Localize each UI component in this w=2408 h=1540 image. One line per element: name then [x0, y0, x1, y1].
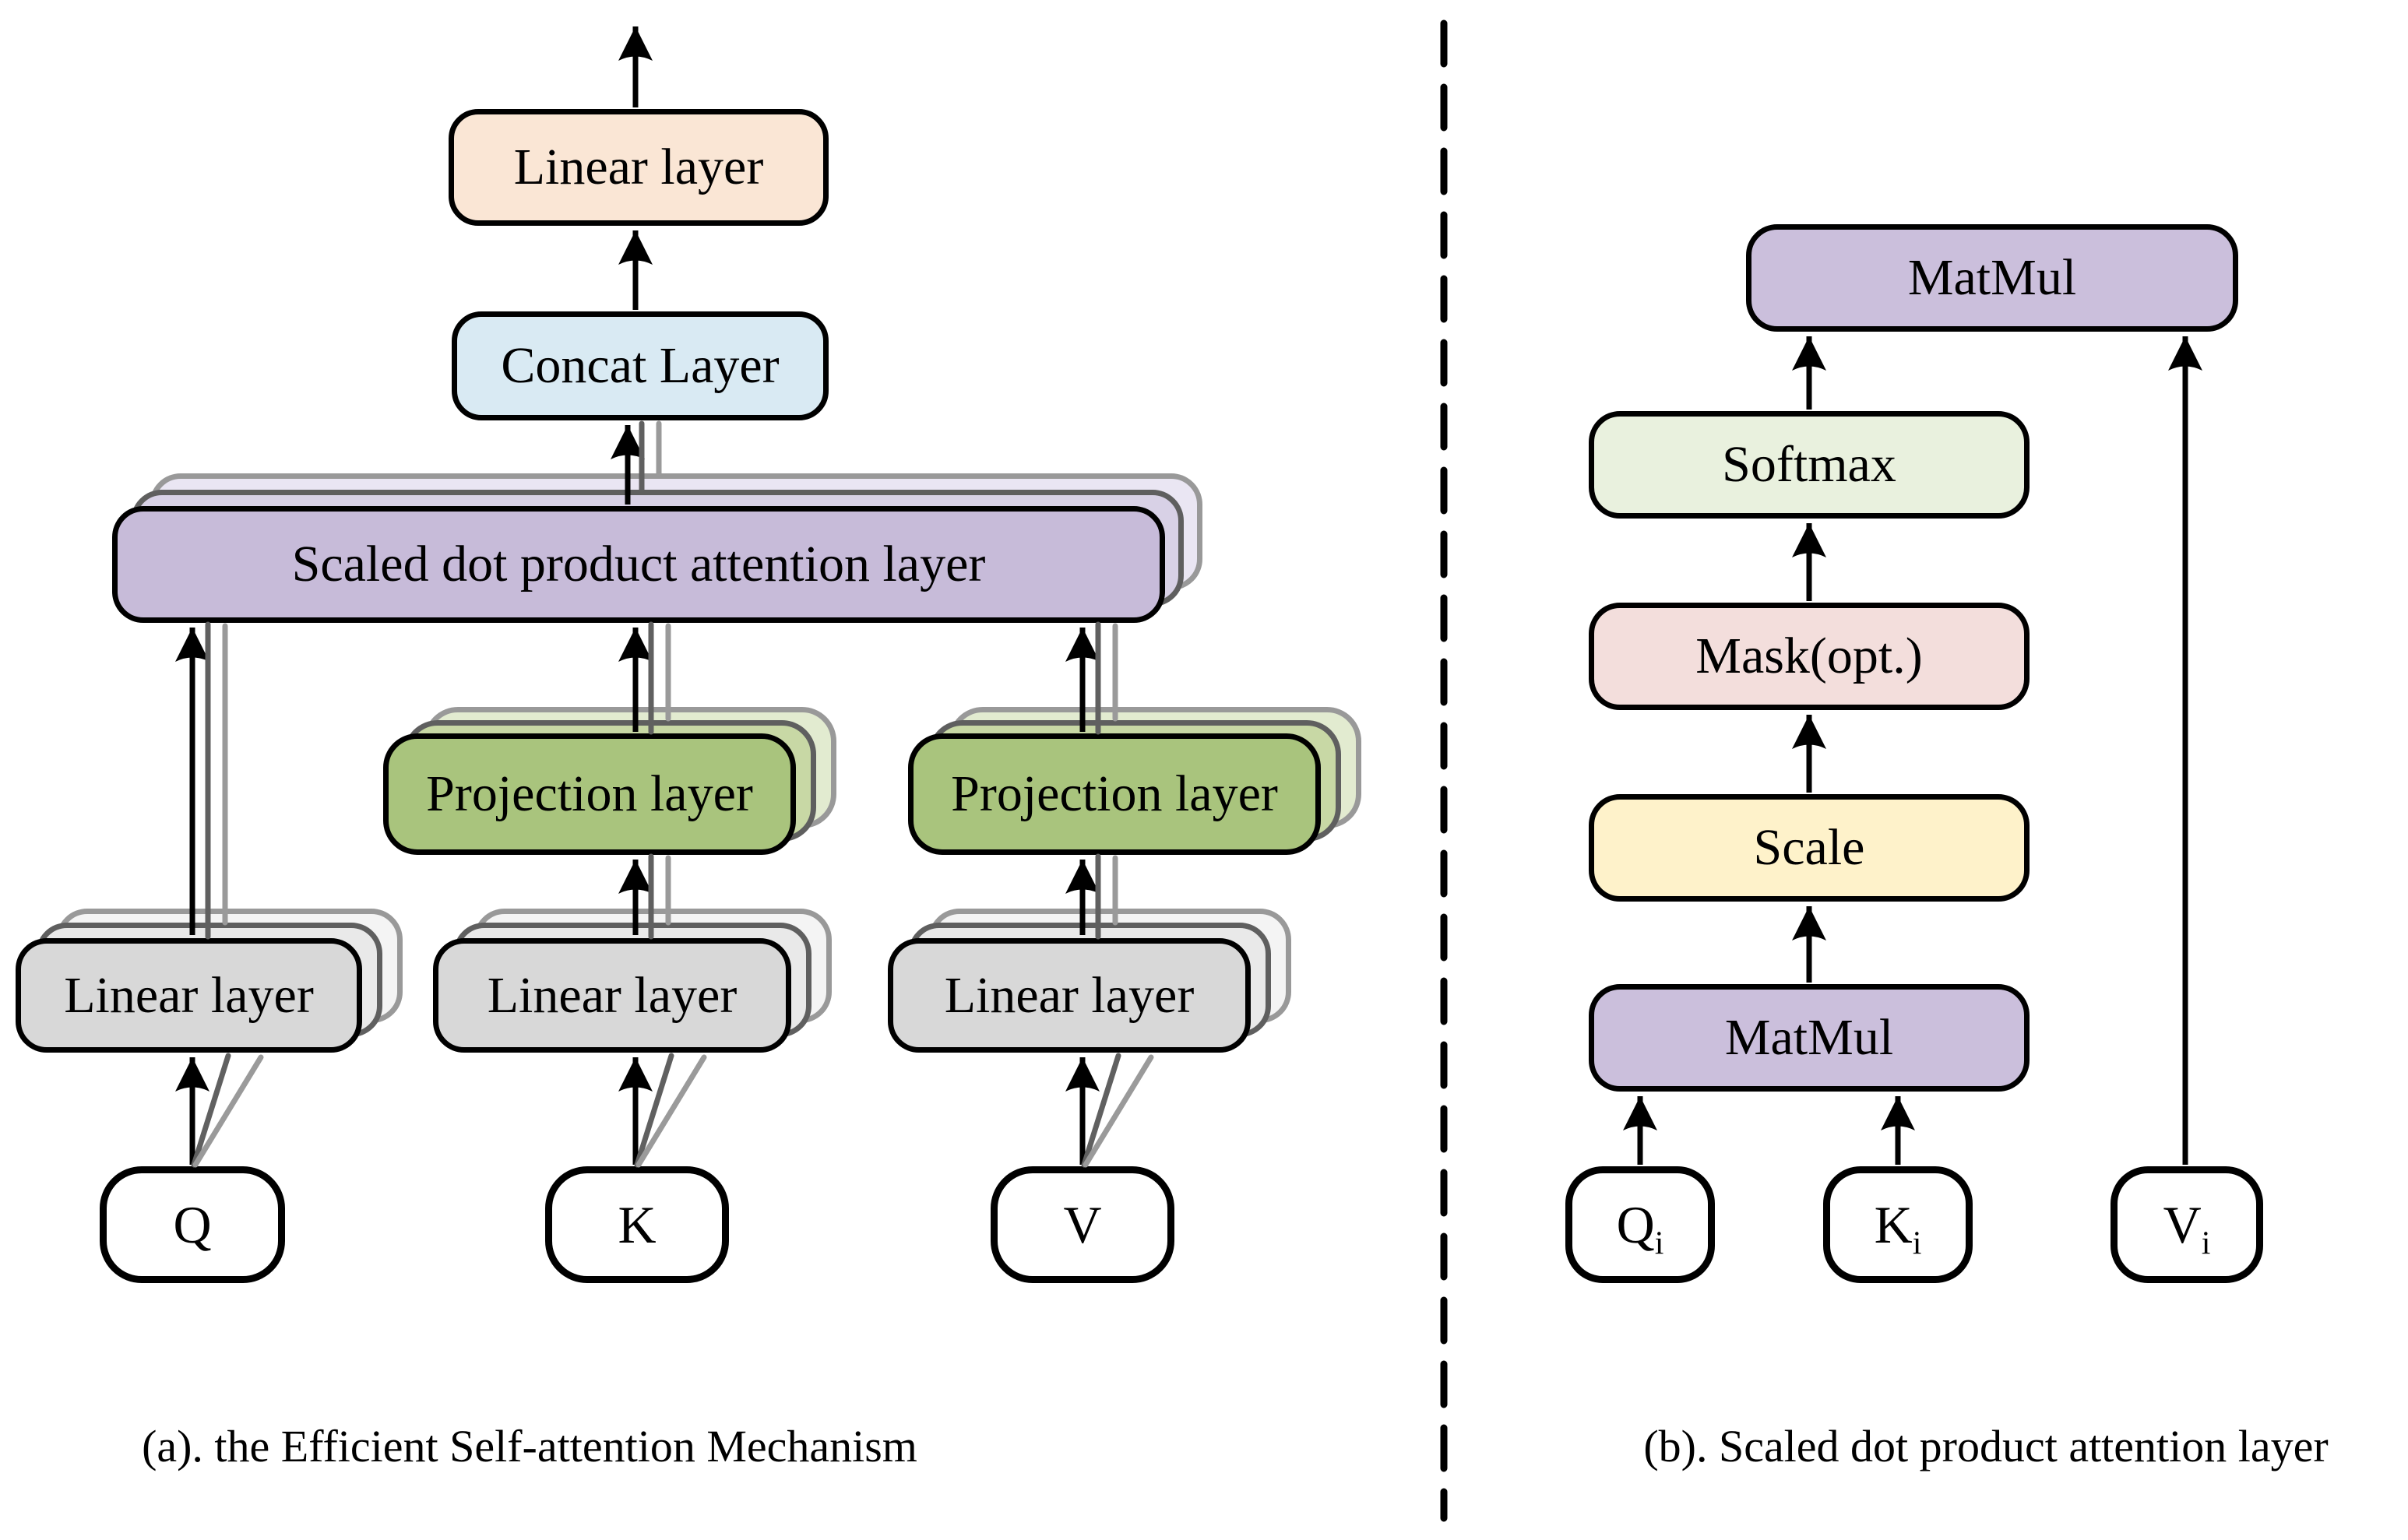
softmax-label: Softmax — [1722, 436, 1896, 493]
mask-label: Mask(opt.) — [1695, 628, 1923, 684]
box-input-v: V — [991, 1166, 1174, 1283]
box-input-vi: Vi — [2111, 1166, 2263, 1283]
input-ki-label: Ki — [1874, 1195, 1922, 1262]
box-concat-layer: Concat Layer — [452, 311, 829, 420]
caption-panel-b: (b). Scaled dot product attention layer — [1643, 1421, 2329, 1471]
box-linear-v-label: Linear layer — [944, 966, 1195, 1024]
box-projection-layer-v: Projection layer — [908, 733, 1321, 855]
caption-panel-a: (a). the Efficient Self-attention Mechan… — [142, 1421, 917, 1471]
box-linear-q-label: Linear layer — [64, 966, 314, 1024]
box-linear-layer-q: Linear layer — [16, 938, 362, 1053]
box-input-ki: Ki — [1823, 1166, 1973, 1283]
box-input-k: K — [545, 1166, 729, 1283]
box-input-qi: Qi — [1565, 1166, 1715, 1283]
box-concat-label: Concat Layer — [501, 337, 780, 394]
box-attention-label: Scaled dot product attention layer — [291, 536, 986, 592]
box-output-linear-label: Linear layer — [513, 139, 764, 195]
input-v-label: V — [1063, 1195, 1102, 1254]
scale-label: Scale — [1753, 819, 1865, 876]
box-linear-layer-v: Linear layer — [888, 938, 1251, 1053]
input-k-label: K — [618, 1195, 657, 1254]
box-projection-k-label: Projection layer — [426, 765, 753, 822]
box-attention-layer: Scaled dot product attention layer — [112, 506, 1165, 623]
box-linear-k-label: Linear layer — [487, 966, 738, 1024]
box-linear-layer-k: Linear layer — [433, 938, 791, 1053]
box-output-linear-layer: Linear layer — [449, 109, 829, 226]
box-mask: Mask(opt.) — [1589, 603, 2030, 710]
box-matmul-top: MatMul — [1746, 224, 2238, 332]
input-qi-label: Qi — [1616, 1195, 1664, 1262]
input-q-label: Q — [173, 1195, 212, 1254]
matmul-bottom-label: MatMul — [1724, 1009, 1894, 1066]
box-matmul-bottom: MatMul — [1589, 984, 2030, 1092]
box-projection-v-label: Projection layer — [951, 765, 1278, 822]
box-scale: Scale — [1589, 794, 2030, 902]
matmul-top-label: MatMul — [1907, 249, 2077, 306]
input-vi-label: Vi — [2163, 1195, 2211, 1262]
box-softmax: Softmax — [1589, 411, 2030, 519]
box-input-q: Q — [100, 1166, 285, 1283]
box-projection-layer-k: Projection layer — [383, 733, 796, 855]
